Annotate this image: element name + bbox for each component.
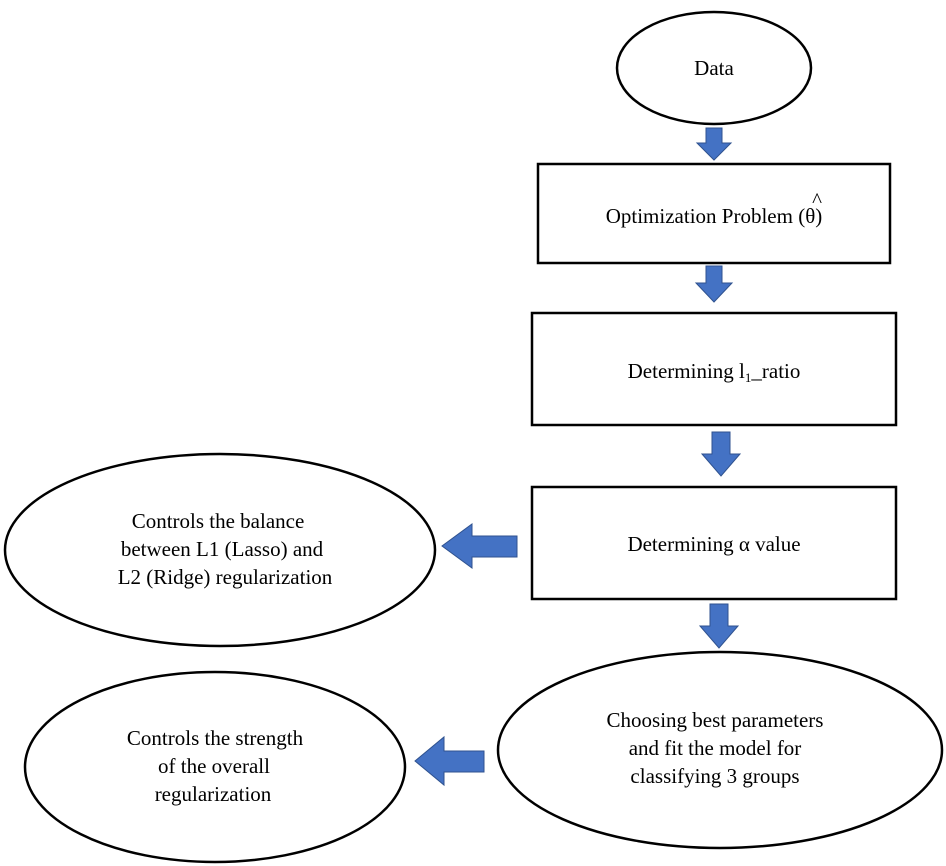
strength-line-3: regularization [155,782,272,806]
strength-ellipse [23,670,407,864]
node-choosing: Choosing best parameters and fit the mod… [496,650,944,850]
optimization-hat: ^ [812,188,822,212]
choosing-line-1: Choosing best parameters [607,708,824,732]
optimization-label: Optimization Problem (θ) [606,204,823,228]
node-alpha: Determining α value [530,485,898,601]
arrow-left-1 [441,523,518,569]
balance-ellipse [3,452,437,648]
strength-line-2: of the overall [158,754,270,778]
alpha-label: Determining α value [627,532,800,556]
node-data: Data [615,10,813,126]
choosing-line-2: and fit the model for [629,736,802,760]
data-label: Data [694,56,734,80]
arrow-down-3 [700,431,742,477]
balance-line-2: between L1 (Lasso) and [121,537,324,561]
node-balance: Controls the balance between L1 (Lasso) … [3,452,437,648]
optimization-label-end: ) [815,204,822,228]
l1-ratio-box [530,311,898,427]
node-optimization: Optimization Problem (θ) ^ [536,162,892,265]
l1-ratio-label-sub: 1 [745,370,752,385]
balance-line-1: Controls the balance [132,509,305,533]
optimization-box [536,162,892,265]
l1-ratio-label: Determining l1_ratio [628,359,801,385]
l1-ratio-label-post: _ratio [750,359,800,383]
arrow-down-4 [698,603,740,649]
node-strength: Controls the strength of the overall reg… [23,670,407,864]
arrow-down-2 [694,265,734,303]
arrow-left-2 [414,735,485,787]
node-l1-ratio: Determining l1_ratio [530,311,898,427]
optimization-label-main: Optimization Problem ( [606,204,805,228]
alpha-box [530,485,898,601]
strength-line-1: Controls the strength [127,726,304,750]
arrow-down-1 [695,127,733,161]
optimization-label-symbol: θ [805,204,815,228]
balance-line-3: L2 (Ridge) regularization [118,565,333,589]
data-ellipse [615,10,813,126]
l1-ratio-label-pre: Determining l [628,359,745,383]
choosing-line-3: classifying 3 groups [630,764,799,788]
choosing-ellipse [496,650,944,850]
